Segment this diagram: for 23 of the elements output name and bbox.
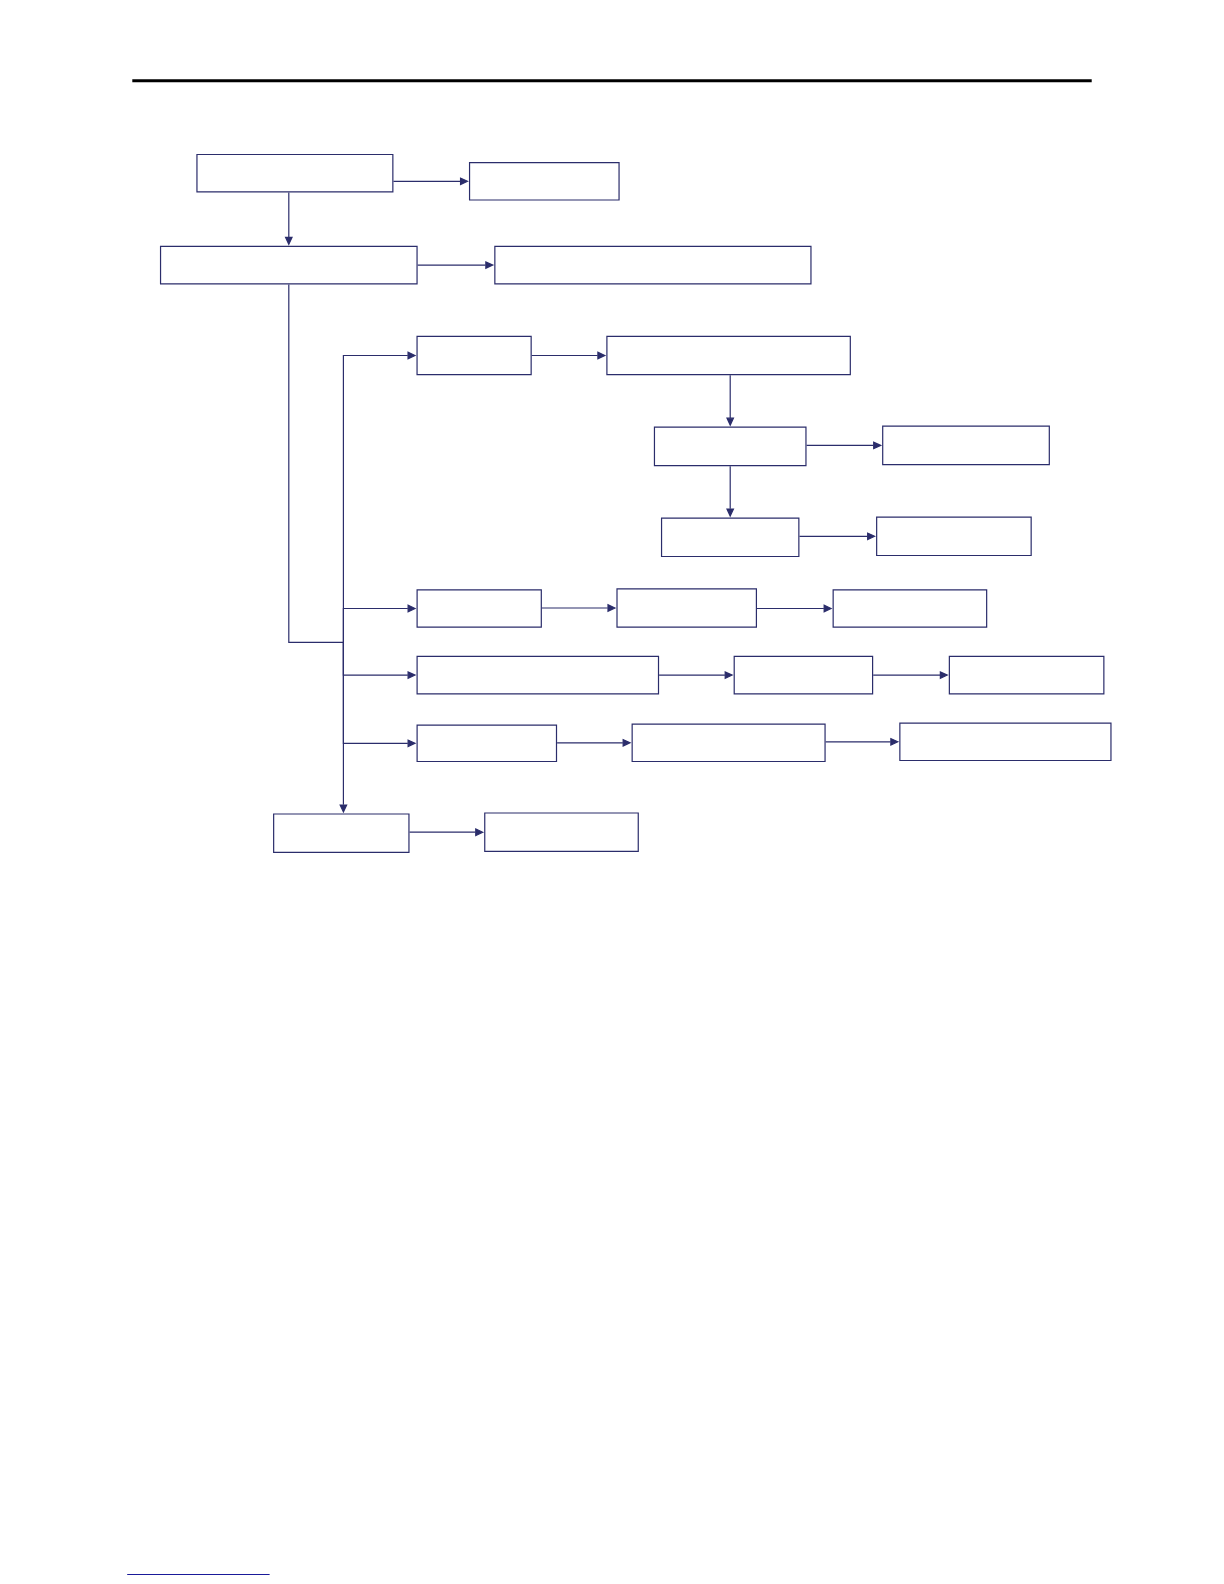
process-box (159, 245, 418, 285)
process-box (616, 588, 757, 628)
process-box (416, 335, 532, 376)
process-box (468, 162, 620, 201)
process-box (606, 335, 851, 376)
process-box (416, 589, 542, 628)
process-box (733, 655, 874, 695)
arrow (392, 177, 469, 186)
process-box (196, 153, 394, 193)
process-box (876, 516, 1032, 557)
arrow (798, 532, 876, 541)
process-box (660, 517, 800, 558)
process-box (948, 655, 1105, 695)
process-box (416, 655, 660, 695)
process-box (494, 245, 812, 285)
process-box (484, 812, 639, 852)
process-box (832, 589, 988, 628)
process-box (653, 426, 807, 467)
process-box (273, 813, 410, 853)
process-box (631, 723, 826, 763)
process-box (882, 425, 1050, 466)
process-box (416, 724, 558, 763)
process-box (899, 722, 1112, 762)
